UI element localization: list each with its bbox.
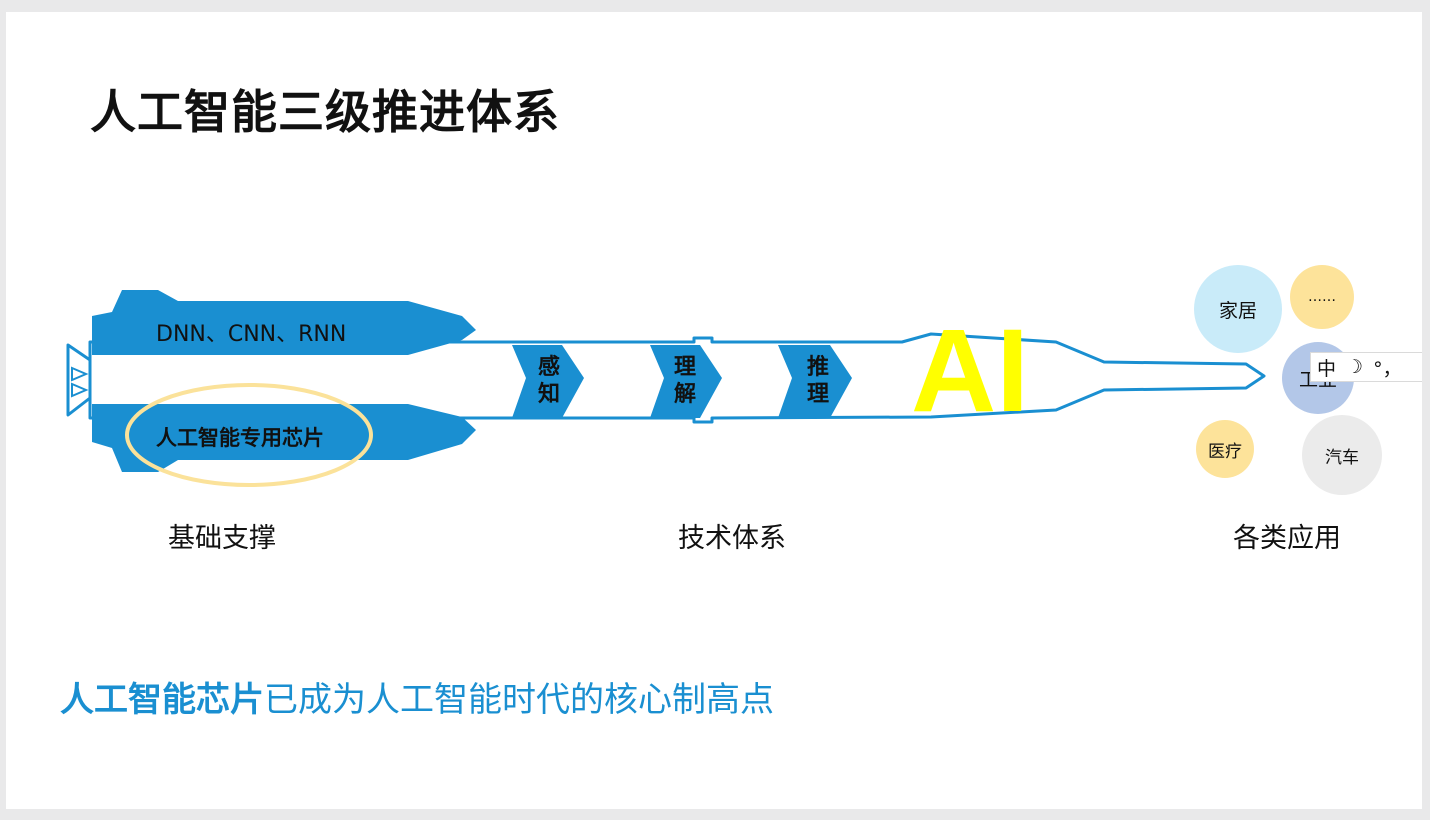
top-booster bbox=[92, 290, 476, 355]
nozzle-fin-top bbox=[71, 366, 89, 382]
top-box-label: DNN、CNN、RNN bbox=[156, 322, 347, 347]
rocket-diagram bbox=[66, 290, 1266, 487]
ime-toolbar[interactable]: 中 ☽ °， bbox=[1310, 352, 1422, 382]
slide-title: 人工智能三级推进体系 bbox=[90, 85, 560, 139]
ime-mode-toggle[interactable]: 中 bbox=[1317, 357, 1337, 380]
moon-icon[interactable]: ☽ bbox=[1346, 356, 1364, 378]
slide: 人工智能三级推进体系 DNN、CNN、RNN 人工智能专用芯片 感知 理解 推理… bbox=[6, 12, 1422, 809]
section-applications: 各类应用 bbox=[1233, 523, 1341, 554]
bottom-rest: 已成为人工智能时代的核心制高点 bbox=[264, 680, 774, 720]
bubble-home: 家居 bbox=[1194, 265, 1282, 353]
bubble-medical: 医疗 bbox=[1196, 420, 1254, 478]
bubble-auto: 汽车 bbox=[1302, 415, 1382, 495]
chevron-understanding bbox=[650, 345, 722, 418]
chevron-reasoning-label: 推理 bbox=[806, 355, 829, 407]
nozzle-fin-bottom bbox=[71, 382, 89, 398]
bubble-more: …… bbox=[1290, 265, 1354, 329]
rocket-nozzle bbox=[66, 343, 92, 417]
bottom-statement: 人工智能芯片已成为人工智能时代的核心制高点 bbox=[60, 672, 774, 721]
ime-punct-toggle[interactable]: °， bbox=[1373, 357, 1402, 380]
bottom-box-label: 人工智能专用芯片 bbox=[156, 426, 324, 450]
chevron-understanding-label: 理解 bbox=[673, 355, 696, 407]
chevron-perception-label: 感知 bbox=[537, 355, 560, 407]
chevron-reasoning bbox=[778, 345, 852, 418]
bottom-booster bbox=[92, 404, 476, 472]
section-technology: 技术体系 bbox=[678, 523, 786, 554]
section-foundation: 基础支撑 bbox=[168, 523, 276, 554]
bottom-highlight: 人工智能芯片 bbox=[60, 680, 264, 720]
chip-highlight-ellipse bbox=[125, 383, 373, 487]
chevron-perception bbox=[512, 345, 584, 418]
ai-label: AI bbox=[911, 305, 1029, 437]
